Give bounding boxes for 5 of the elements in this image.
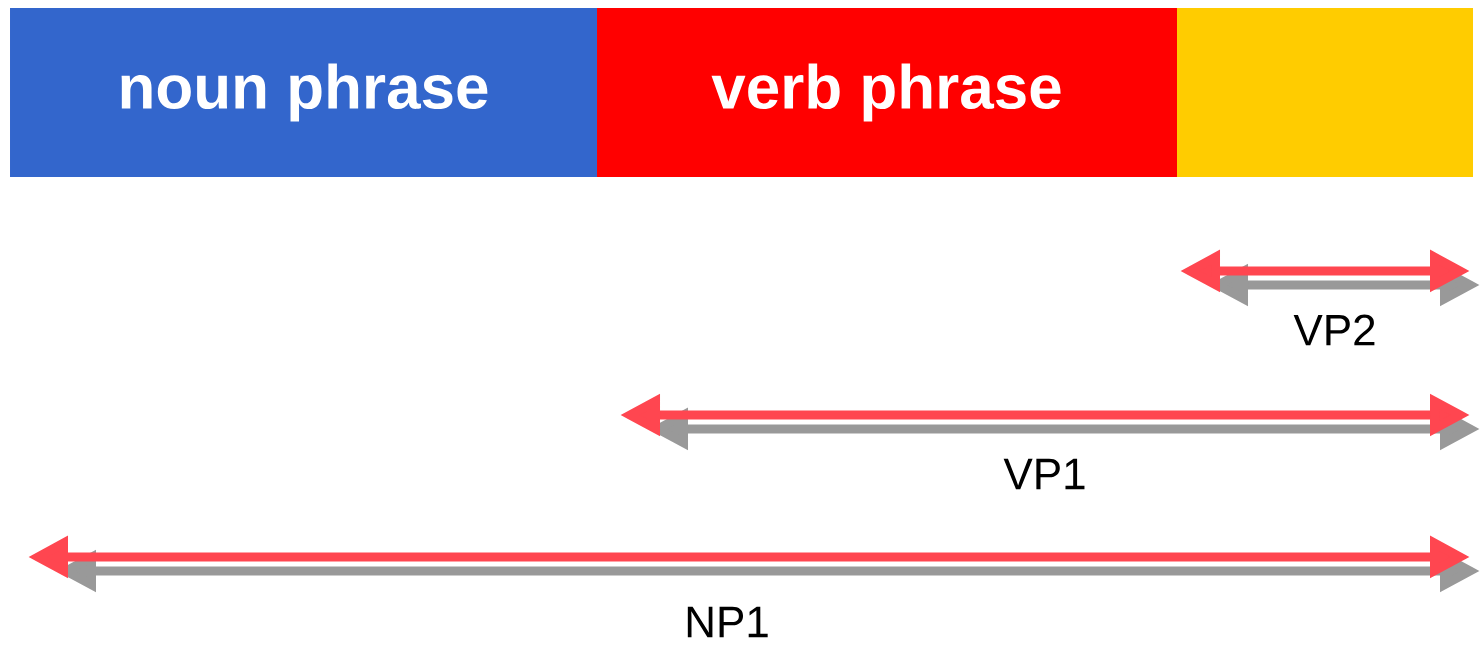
span-label: NP1 [687, 606, 768, 638]
span-label: VP2 [1293, 314, 1375, 346]
span-label: VP1 [1003, 458, 1085, 490]
phrase-band: verb phrase [597, 8, 1177, 177]
phrase-band: noun phrase [10, 8, 597, 177]
